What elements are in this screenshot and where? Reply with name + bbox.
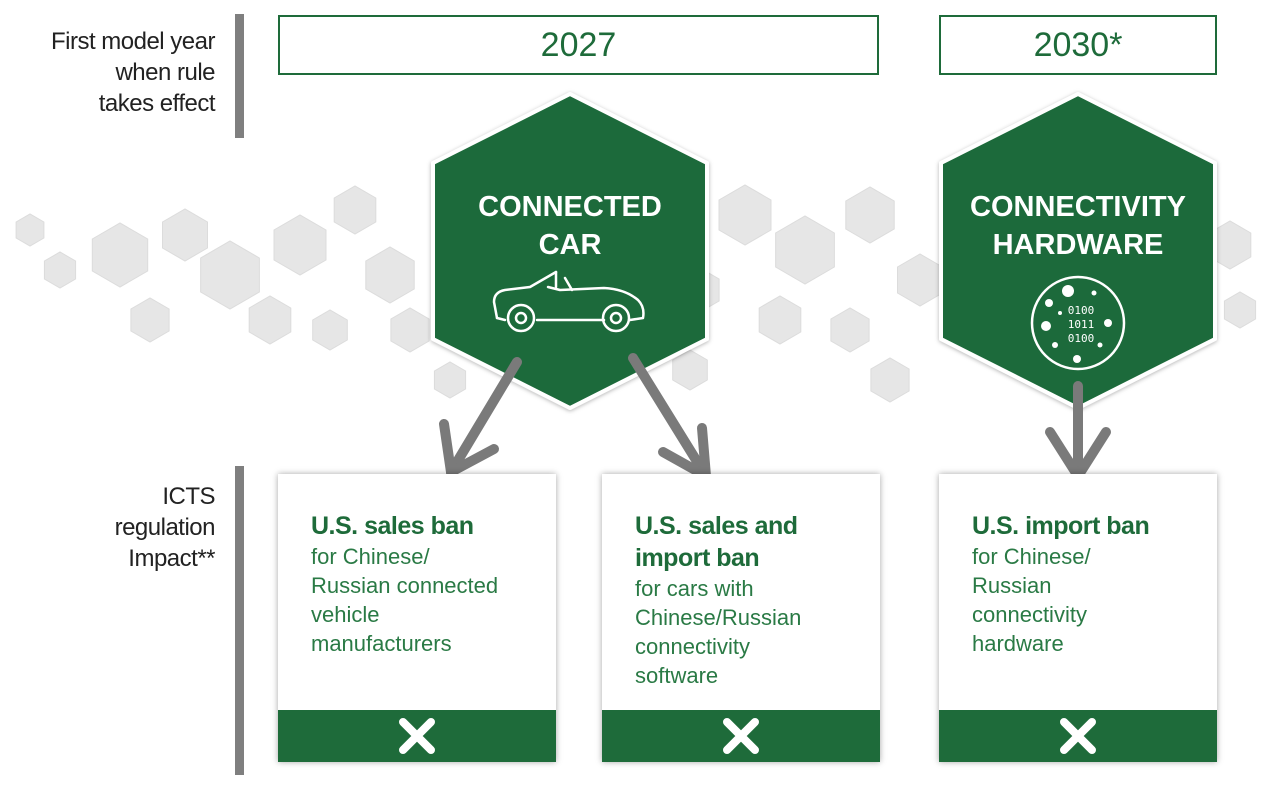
- body-line: hardware: [972, 631, 1064, 656]
- cross-icon: [399, 718, 435, 754]
- body-line: for Chinese/: [972, 544, 1091, 569]
- heading-line: import ban: [635, 544, 760, 572]
- body-line: for cars with: [635, 576, 754, 601]
- binary-line: 1011: [1068, 318, 1095, 331]
- background-hexagon: [390, 307, 430, 353]
- connected-car-title: CONNECTED CAR: [433, 188, 707, 264]
- body-line: connectivity: [972, 602, 1087, 627]
- heading-line: U.S. import ban: [972, 512, 1150, 540]
- background-hexagon: [43, 251, 77, 289]
- year-divider-bar: [235, 14, 244, 138]
- card-footer: [278, 710, 556, 762]
- year-box-connectivity-hardware: 2030*: [939, 15, 1217, 75]
- title-line: CAR: [538, 229, 602, 261]
- icts-impact-label: ICTS regulation Impact**: [114, 481, 216, 574]
- body-line: manufacturers: [311, 631, 452, 656]
- label-line: takes effect: [98, 90, 216, 117]
- background-hexagon: [273, 214, 327, 276]
- label-line: Impact**: [128, 545, 215, 572]
- background-hexagon: [91, 222, 149, 288]
- card-heading: U.S. sales ban: [311, 510, 538, 542]
- background-hexagon: [718, 184, 772, 246]
- label-line: when rule: [115, 59, 215, 86]
- body-line: Russian connected: [311, 573, 499, 598]
- background-hexagon: [130, 297, 170, 343]
- card-body: for Chinese/ Russian connectivity hardwa…: [972, 542, 1199, 658]
- body-line: connectivity: [635, 634, 750, 659]
- background-hexagon: [312, 309, 348, 351]
- connectivity-hardware-title: CONNECTIVITY HARDWARE: [941, 188, 1215, 264]
- background-hexagon: [1223, 291, 1257, 329]
- body-line: vehicle: [311, 602, 380, 627]
- background-hexagon: [15, 213, 45, 247]
- impact-divider-bar: [235, 466, 244, 775]
- background-hexagon: [200, 240, 260, 310]
- title-line: CONNECTED: [478, 191, 662, 223]
- background-hexagon: [845, 186, 895, 244]
- label-line: regulation: [114, 514, 216, 541]
- card-import-ban: U.S. import ban for Chinese/ Russian con…: [939, 474, 1217, 762]
- title-line: HARDWARE: [992, 229, 1164, 261]
- card-sales-ban: U.S. sales ban for Chinese/ Russian conn…: [278, 474, 556, 762]
- background-hexagon: [433, 361, 467, 399]
- background-hexagon: [758, 295, 802, 345]
- card-footer: [602, 710, 880, 762]
- heading-line: U.S. sales and: [635, 512, 798, 540]
- body-line: for Chinese/: [311, 544, 430, 569]
- title-line: CONNECTIVITY: [970, 191, 1186, 223]
- cross-icon: [723, 718, 759, 754]
- year-box-connected-car: 2027: [278, 15, 879, 75]
- background-hexagon: [162, 208, 208, 262]
- arrow-to-sales-import-ban: [628, 353, 712, 485]
- binary-line: 0100: [1068, 304, 1095, 317]
- card-body: for Chinese/ Russian connected vehicle m…: [311, 542, 538, 658]
- card-body: for cars with Chinese/Russian connectivi…: [635, 574, 862, 690]
- convertible-car-icon: [492, 270, 645, 333]
- card-heading: U.S. import ban: [972, 510, 1199, 542]
- body-line: Russian: [972, 573, 1052, 598]
- background-hexagon: [672, 349, 708, 391]
- first-model-year-label: First model year when rule takes effect: [50, 26, 216, 119]
- connected-car-hexagon: [431, 92, 709, 410]
- binary-line: 0100: [1068, 332, 1095, 345]
- background-hexagon: [365, 246, 415, 304]
- background-hexagon: [333, 185, 377, 235]
- card-sales-import-ban: U.S. sales and import ban for cars with …: [602, 474, 880, 762]
- body-line: software: [635, 663, 719, 688]
- background-hexagon: [248, 295, 292, 345]
- label-line: ICTS: [162, 483, 215, 510]
- binary-chip-icon: 0100 1011 0100: [1030, 275, 1126, 371]
- arrow-to-sales-ban: [439, 357, 522, 480]
- background-hexagon: [775, 215, 835, 285]
- card-footer: [939, 710, 1217, 762]
- background-hexagon: [830, 307, 870, 353]
- body-line: Chinese/Russian: [635, 605, 802, 630]
- cross-icon: [1060, 718, 1096, 754]
- heading-line: U.S. sales ban: [311, 512, 474, 540]
- background-hexagon: [870, 357, 910, 403]
- label-line: First model year: [50, 28, 216, 55]
- card-heading: U.S. sales and import ban: [635, 510, 862, 574]
